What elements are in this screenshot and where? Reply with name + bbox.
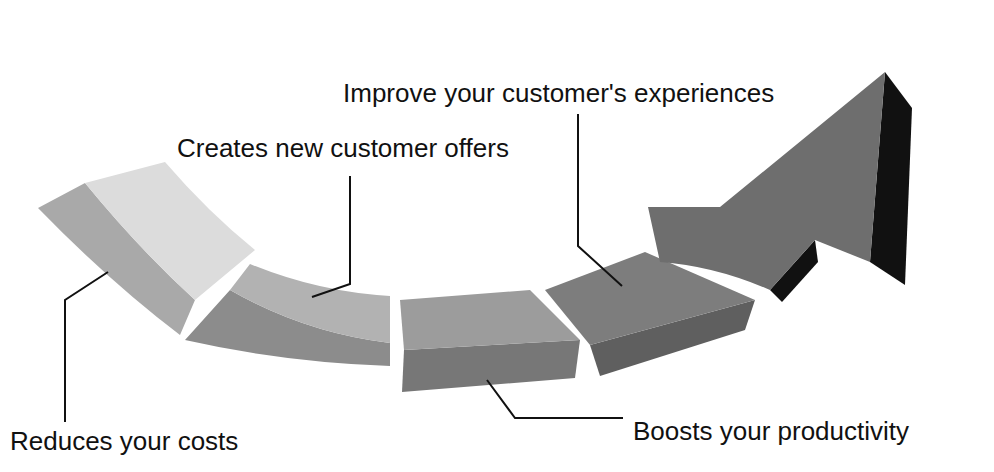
leader-line xyxy=(312,176,350,297)
callout-label: Boosts your productivity xyxy=(633,416,909,446)
arrow-segment xyxy=(230,264,390,343)
leader-line xyxy=(65,272,108,422)
callout-label: Creates new customer offers xyxy=(177,133,509,163)
leader-line xyxy=(578,114,622,286)
callout-label: Reduces your costs xyxy=(10,426,238,456)
leader-line xyxy=(487,380,623,418)
callout-label: Improve your customer's experiences xyxy=(343,78,774,108)
arrow-segment xyxy=(85,162,255,300)
